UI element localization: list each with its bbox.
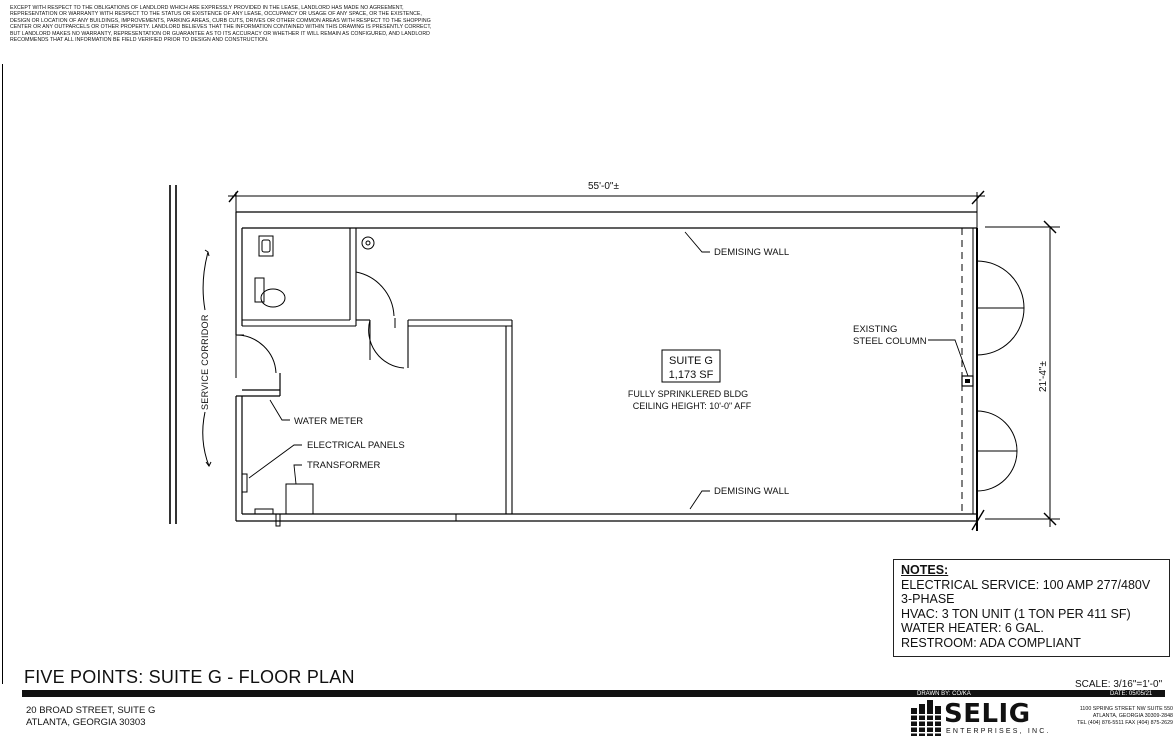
note-line: ELECTRICAL SERVICE: 100 AMP 277/480V [901,577,1151,592]
water-meter-label: WATER METER [294,416,363,427]
contact-line-2: ATLANTA, GEORGIA 30309-2848 [1092,713,1173,719]
notes-header: NOTES: [901,563,949,577]
exterior-walls [235,211,977,522]
steel-column-label-line2: STEEL COLUMN [853,336,927,347]
ceiling-note: CEILING HEIGHT: 10'-0" AFF [633,401,752,411]
suite-name: SUITE G [669,355,713,367]
storefront [961,228,1025,531]
title-bar [22,690,1165,697]
drawn-by: DRAWN BY: CO/KA [917,691,971,697]
property-address: 20 BROAD STREET, SUITE G ATLANTA, GEORGI… [26,705,155,729]
suite-label-box [661,349,721,383]
transformer-label: TRANSFORMER [307,460,381,471]
drawing-date: DATE: 05/05/21 [1110,691,1153,697]
steel-column-label-line1: EXISTING [853,324,897,335]
service-door [235,334,277,378]
depth-dimension-label: 21'-4"± [1038,361,1049,392]
notes-box: NOTES: ELECTRICAL SERVICE: 100 AMP 277/4… [893,559,1170,657]
corridor-arrows [202,249,212,467]
selig-logo-icon [911,700,941,736]
electrical-panels-label: ELECTRICAL PANELS [307,440,405,451]
width-dimension-line [228,190,985,228]
service-corridor-lines [169,185,177,524]
scale-label: SCALE: 3/16"=1'-0" [1075,679,1163,690]
contact-line-1: 1100 SPRING STREET NW SUITE 550 [1079,706,1173,712]
demising-wall-top-label: DEMISING WALL [714,247,789,258]
restroom-walls [242,228,513,514]
company-tagline: ENTERPRISES, INC. [946,728,1051,735]
disclaimer-text: EXCEPT WITH RESPECT TO THE OBLIGATIONS O… [10,5,432,44]
company-contact: 1100 SPRING STREET NW SUITE 550 ATLANTA,… [1040,706,1173,727]
frame-border-left [2,64,3,684]
demising-wall-bottom-label: DEMISING WALL [714,486,789,497]
note-line: WATER HEATER: 6 GAL. [901,621,1044,635]
suite-area: 1,173 SF [669,369,714,381]
restroom-fixtures [254,235,405,369]
depth-dimension-line [985,220,1060,527]
note-line: 3-PHASE [901,592,955,606]
address-line-2: ATLANTA, GEORGIA 30303 [26,717,146,728]
utility-equipment [241,473,457,527]
leader-lines [248,231,969,510]
drawing-title: FIVE POINTS: SUITE G - FLOOR PLAN [24,667,355,687]
service-corridor-label: SERVICE CORRIDOR [200,314,210,410]
note-line: RESTROOM: ADA COMPLIANT [901,635,1081,650]
note-line: HVAC: 3 TON UNIT (1 TON PER 411 SF) [901,606,1131,621]
width-dimension-label: 55'-0"± [588,181,619,192]
address-line-1: 20 BROAD STREET, SUITE G [26,705,156,716]
contact-line-3: TEL (404) 876-5511 FAX (404) 875-2629 [1077,720,1173,726]
company-name: SELIG [944,699,1031,729]
sprinkler-note: FULLY SPRINKLERED BLDG [628,389,748,399]
